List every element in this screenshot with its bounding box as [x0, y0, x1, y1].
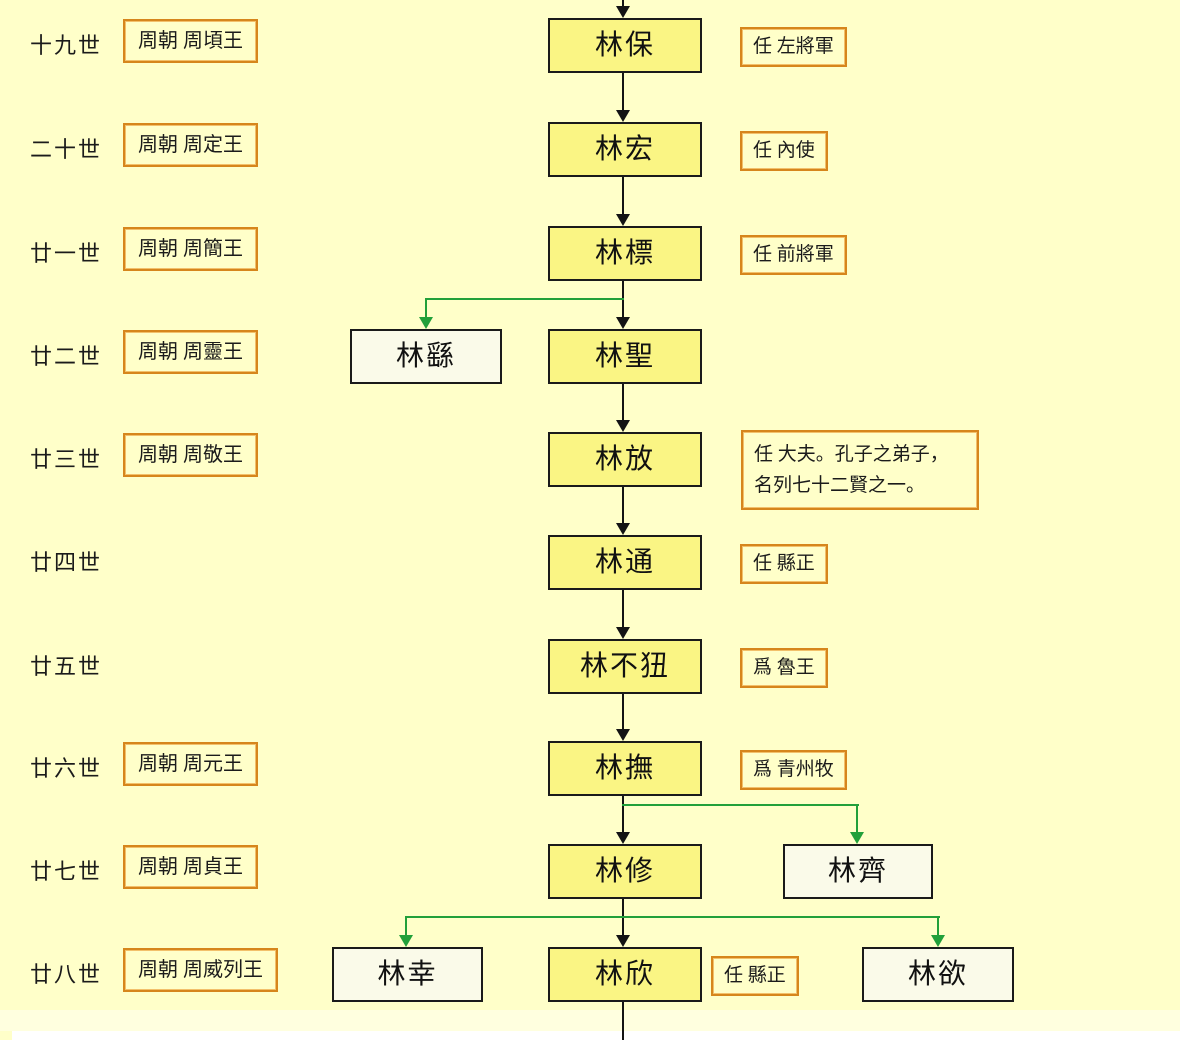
ancestor-node: 林通 — [548, 535, 702, 590]
branch-arrowhead-icon — [399, 935, 413, 947]
dynasty-badge: 周朝 周簡王 — [123, 227, 258, 271]
scan-light-band — [0, 1010, 1180, 1031]
lineage-connector-line — [622, 384, 624, 421]
office-note: 任 縣正 — [711, 956, 799, 996]
office-note: 任 內使 — [740, 131, 828, 171]
office-note: 任 左將軍 — [740, 27, 847, 67]
generation-label: 廿二世 — [30, 344, 103, 369]
lineage-arrowhead-icon — [616, 523, 630, 535]
dynasty-badge: 周朝 周靈王 — [123, 330, 258, 374]
ancestor-node: 林宏 — [548, 122, 702, 177]
lineage-connector-line — [622, 0, 624, 8]
branch-arrowhead-icon — [850, 832, 864, 844]
office-note: 任 大夫。孔子之弟子， 名列七十二賢之一。 — [741, 430, 979, 510]
lineage-arrowhead-icon — [616, 6, 630, 18]
office-note: 任 前將軍 — [740, 235, 847, 275]
dynasty-badge: 周朝 周威列王 — [123, 948, 278, 992]
ancestor-node: 林標 — [548, 226, 702, 281]
lineage-arrowhead-icon — [616, 110, 630, 122]
generation-label: 廿五世 — [30, 654, 103, 679]
generation-label: 十九世 — [30, 33, 103, 58]
branch-connector-line — [425, 298, 427, 317]
lineage-arrowhead-icon — [616, 214, 630, 226]
lineage-arrowhead-icon — [616, 832, 630, 844]
ancestor-node: 林修 — [548, 844, 702, 899]
branch-node: 林幸 — [332, 947, 483, 1002]
page-bottom-margin — [12, 1031, 1180, 1040]
ancestor-node: 林放 — [548, 432, 702, 487]
branch-connector-line — [937, 916, 939, 935]
branch-connector-line — [622, 804, 859, 806]
branch-connector-line — [405, 916, 407, 935]
generation-label: 廿八世 — [30, 962, 103, 987]
generation-label: 廿六世 — [30, 756, 103, 781]
lineage-arrowhead-icon — [616, 420, 630, 432]
branch-node: 林欲 — [862, 947, 1014, 1002]
ancestor-node: 林撫 — [548, 741, 702, 796]
branch-connector-line — [425, 298, 624, 300]
lineage-arrowhead-icon — [616, 627, 630, 639]
branch-connector-line — [405, 916, 940, 918]
branch-node: 林繇 — [350, 329, 502, 384]
lineage-connector-line — [622, 177, 624, 215]
lineage-arrowhead-icon — [616, 729, 630, 741]
branch-arrowhead-icon — [931, 935, 945, 947]
branch-connector-line — [856, 804, 858, 832]
lineage-connector-line — [622, 1002, 624, 1040]
lineage-connector-line — [622, 796, 624, 833]
lineage-arrowhead-icon — [616, 317, 630, 329]
lineage-arrowhead-icon — [616, 935, 630, 947]
generation-label: 廿七世 — [30, 859, 103, 884]
lineage-connector-line — [622, 73, 624, 111]
lineage-connector-line — [622, 694, 624, 730]
ancestor-node: 林不狃 — [548, 639, 702, 694]
generation-label: 廿一世 — [30, 241, 103, 266]
dynasty-badge: 周朝 周頃王 — [123, 19, 258, 63]
branch-node: 林齊 — [783, 844, 933, 899]
generation-label: 二十世 — [30, 137, 103, 162]
office-note: 爲 魯王 — [740, 648, 828, 688]
office-note: 任 縣正 — [740, 544, 828, 584]
ancestor-node: 林保 — [548, 18, 702, 73]
ancestor-node: 林聖 — [548, 329, 702, 384]
dynasty-badge: 周朝 周貞王 — [123, 845, 258, 889]
office-note-line: 任 大夫。孔子之弟子， — [754, 444, 949, 465]
office-note-line: 名列七十二賢之一。 — [754, 475, 926, 496]
dynasty-badge: 周朝 周敬王 — [123, 433, 258, 477]
dynasty-badge: 周朝 周定王 — [123, 123, 258, 167]
office-note: 爲 青州牧 — [740, 750, 847, 790]
dynasty-badge: 周朝 周元王 — [123, 742, 258, 786]
ancestor-node: 林欣 — [548, 947, 702, 1002]
lineage-connector-line — [622, 590, 624, 628]
branch-arrowhead-icon — [419, 317, 433, 329]
generation-label: 廿四世 — [30, 550, 103, 575]
generation-label: 廿三世 — [30, 447, 103, 472]
lineage-connector-line — [622, 487, 624, 524]
